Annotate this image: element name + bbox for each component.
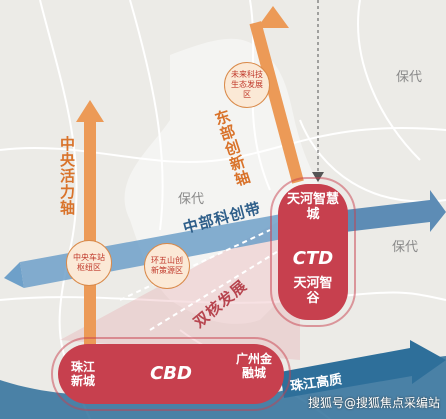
central-station-zone-label: 中央车站枢纽区 (73, 253, 105, 272)
dual-core-links (119, 229, 281, 331)
future-tech-zone-marker: 未来科技生态发展区 (224, 62, 270, 108)
cbd-zhujiang-new-town: 珠江新城 (70, 360, 95, 388)
ctd-block (278, 184, 348, 320)
ctd-tianhe-valley: 天河智谷 (293, 276, 333, 306)
watermark: 搜狐号@搜狐焦点采编站 (307, 396, 440, 410)
east-axis-arrow (249, 6, 304, 184)
east-belt-arrow (345, 190, 446, 232)
ctd-title: CTD (292, 248, 334, 269)
central-vitality-axis-label: 中央活力轴 (58, 136, 76, 216)
place-baodai-center: 保代 (178, 192, 205, 207)
ctd-tianhe-smart-city: 天河智慧城 (287, 192, 340, 222)
place-baodai-right: 保代 (392, 240, 419, 255)
huanwushan-zone-marker: 环五山创新策源区 (144, 243, 190, 289)
place-baodai-top: 保代 (396, 70, 423, 85)
central-station-zone-marker: 中央车站枢纽区 (66, 240, 112, 286)
cbd-guangzhou-financial-city: 广州金融城 (235, 352, 272, 380)
river-arrow (280, 340, 446, 398)
huanwushan-zone-label: 环五山创新策源区 (151, 256, 183, 275)
future-tech-zone-label: 未来科技生态发展区 (231, 70, 263, 99)
cbd-block (58, 344, 284, 404)
cbd-title: CBD (150, 363, 192, 384)
dual-core-shade (60, 210, 300, 360)
